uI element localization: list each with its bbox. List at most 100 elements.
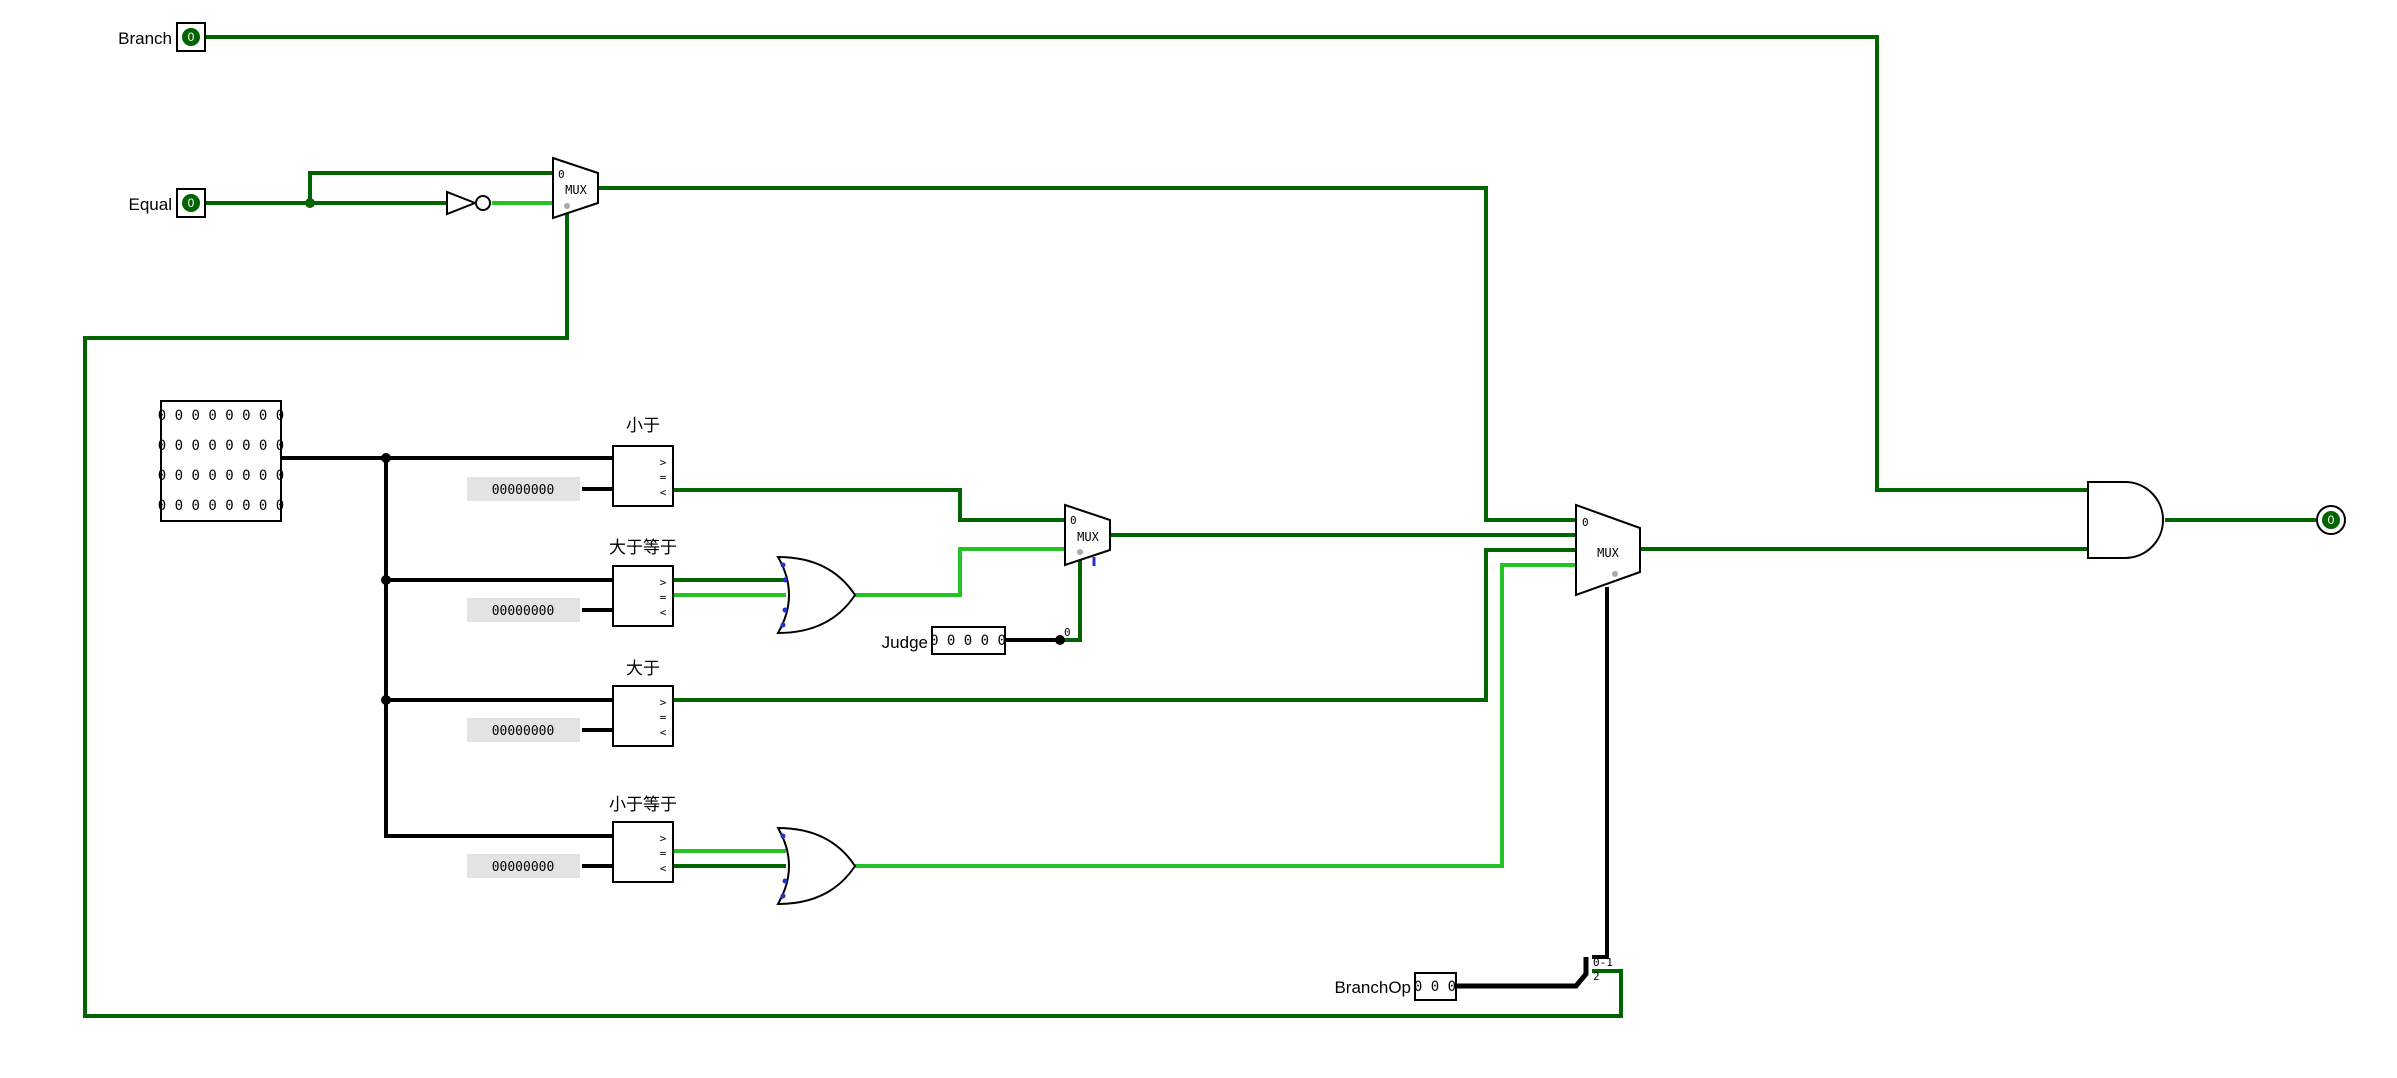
input-pin-equal[interactable]: Equal 0 [129,188,206,218]
equal-label: Equal [129,195,172,214]
bus-mainmux-select[interactable] [1592,587,1609,959]
wire-equal-to-mux0[interactable] [308,171,553,203]
constant-ge-value: 00000000 [492,604,555,619]
constant-greater[interactable]: 00000000 [467,718,580,742]
mux-main-label: MUX [1597,546,1619,560]
junction-bus2 [381,575,391,585]
equal-pin-led [182,194,200,212]
output-pin-led [2322,511,2340,529]
junction-equal [305,198,315,208]
mux-equal-port0: 0 [558,168,565,181]
register-block[interactable]: 0 0 0 0 0 0 0 0 0 0 0 0 0 0 0 0 0 0 0 0 … [158,400,284,522]
branch-pin-led [182,28,200,46]
input-pin-branchop[interactable]: BranchOp 0 0 0 [1334,972,1457,1001]
or1-pin-b [782,577,788,583]
judge-splitter-bit: 0 [1064,626,1071,639]
branchop-pin-value: 0 0 0 [1414,979,1456,995]
wire-or1-out[interactable] [855,547,1065,597]
mux-equal[interactable]: MUX 0 [552,156,599,220]
bus-register-vertical[interactable] [384,458,613,838]
junction-bus3 [381,695,391,705]
branch-label: Branch [118,29,172,48]
comparator-greater-label: 大于 [626,659,660,678]
register-row-0: 0 0 0 0 0 0 0 0 [158,408,284,424]
branch-pin-value: 0 [188,30,195,44]
comparator-less-label: 小于 [626,416,660,435]
not-bubble [475,195,491,211]
comparator-le-label: 小于等于 [609,795,677,814]
register-row-1: 0 0 0 0 0 0 0 0 [158,438,284,454]
comparator-less-equal[interactable]: 小于等于 > = < [609,795,677,883]
cmp4-port-lt: < [660,862,667,875]
comparator-greater-equal[interactable]: 大于等于 > = < [609,538,677,627]
constant-less[interactable]: 00000000 [467,477,580,501]
cmp2-port-lt: < [660,606,667,619]
register-row-3: 0 0 0 0 0 0 0 0 [158,498,284,514]
bus-branchop[interactable] [1456,957,1589,989]
and-gate[interactable] [2087,481,2164,559]
input-pin-judge[interactable]: Judge 0 0 0 0 0 0 [882,626,1071,655]
cmp1-port-eq: = [660,471,667,484]
cmp2-port-gt: > [660,576,667,589]
cmp1-port-lt: < [660,486,667,499]
wire-feedback[interactable] [83,213,1623,1018]
mux-equal-label: MUX [565,183,587,197]
wire-or2-out[interactable] [855,563,1576,868]
input-pin-branch[interactable]: Branch 0 [118,22,206,52]
output-pin-value: 0 [2328,513,2335,527]
mux-equal-select-dot [564,203,570,209]
mux-judge-port0: 0 [1070,514,1077,527]
splitter-branchop[interactable]: 0-1 2 [1593,956,1613,983]
comparator-ge-label: 大于等于 [609,538,677,557]
equal-pin-value: 0 [188,196,195,210]
junction-bus1 [381,453,391,463]
splitter-range-label: 0-1 [1593,956,1613,969]
judge-pin-value: 0 0 0 0 0 [930,633,1006,649]
cmp1-port-gt: > [660,456,667,469]
cmp2-port-eq: = [660,591,667,604]
wires [83,35,2316,1018]
junction-judge [1055,635,1065,645]
wire-cmp3-gt[interactable] [673,548,1576,702]
wire-judge-bit[interactable] [1060,556,1082,642]
comparator-less[interactable]: 小于 > = < [612,416,674,507]
junctions [305,198,1065,705]
or2-pin-a [780,833,786,839]
splitter-bit-label: 2 [1593,970,1600,983]
judge-label: Judge [882,633,928,652]
cmp3-port-eq: = [660,711,667,724]
mux-main[interactable]: MUX 0 [1575,503,1641,597]
wire-branch[interactable] [192,35,2088,492]
constant-greater-equal[interactable]: 00000000 [467,598,580,622]
or1-pin-c [782,607,788,613]
comparator-greater[interactable]: 大于 > = < [612,659,674,747]
mux-main-port0: 0 [1582,516,1589,529]
or-gate-ge[interactable] [776,555,857,635]
not-gate[interactable] [446,190,491,216]
or1-pin-d [780,622,786,628]
output-pin[interactable]: 0 [2316,505,2346,535]
or1-pin-a [780,562,786,568]
branchop-pin-box[interactable] [1414,972,1457,1001]
or-gate-le[interactable] [776,826,857,906]
register-row-2: 0 0 0 0 0 0 0 0 [158,468,284,484]
mux-judge-label: MUX [1077,530,1099,544]
or2-pin-b [782,878,788,884]
mux-judge-select-dot [1077,549,1083,555]
cmp4-port-gt: > [660,832,667,845]
mux-judge[interactable]: MUX 0 [1064,503,1111,567]
cmp3-port-lt: < [660,726,667,739]
constant-greater-value: 00000000 [492,724,555,739]
branchop-label: BranchOp [1334,978,1411,997]
constant-less-equal[interactable]: 00000000 [467,854,580,878]
wire-mux1-out[interactable] [598,186,1576,522]
mux-main-select-dot [1612,571,1618,577]
cmp3-port-gt: > [660,696,667,709]
judge-pin-box[interactable] [931,626,1006,655]
wire-cmp1-lt[interactable] [673,488,1065,522]
constant-le-value: 00000000 [492,860,555,875]
cmp4-port-eq: = [660,847,667,860]
or2-pin-c [780,893,786,899]
constant-less-value: 00000000 [492,483,555,498]
